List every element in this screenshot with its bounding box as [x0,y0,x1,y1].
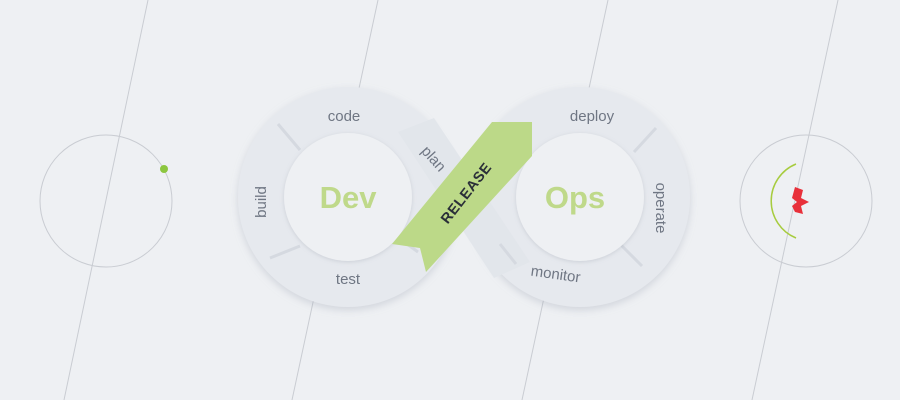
infinity-loop: Dev Ops code build test plan deploy oper… [238,87,690,307]
green-dot-icon [160,165,168,173]
green-arc-icon [770,163,797,239]
right-decor-circle [739,134,873,268]
ops-hub [516,133,644,261]
stage-operate: operate [652,183,669,234]
background-line [63,0,149,400]
dev-hub [284,133,412,261]
ops-label: Ops [545,180,605,215]
stage-build: build [253,186,270,218]
dev-label: Dev [320,180,378,215]
red-asterisk-icon [792,187,809,214]
stage-monitor: monitor [530,263,582,287]
stage-code: code [328,108,361,125]
left-decor-circle [39,134,173,268]
stage-test: test [336,271,361,288]
release-ribbon [392,122,532,272]
stage-deploy: deploy [570,108,615,125]
